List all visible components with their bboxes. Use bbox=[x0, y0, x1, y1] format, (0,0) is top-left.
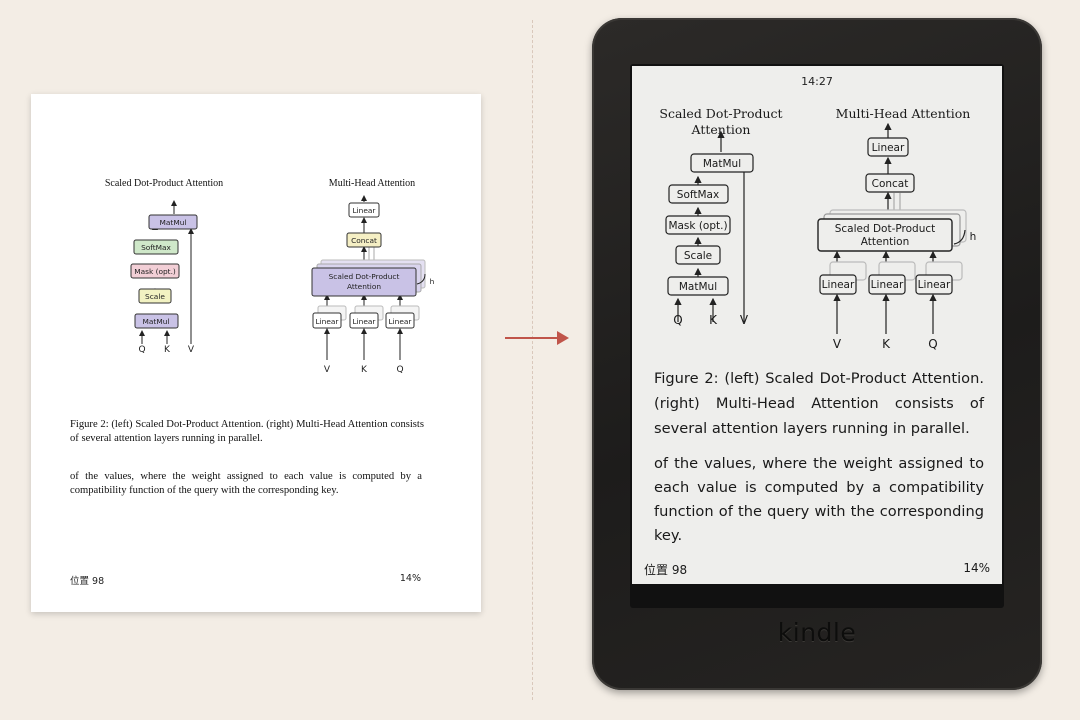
sdpa-input-k: K bbox=[709, 313, 718, 327]
mha-attention-line2: Attention bbox=[861, 236, 909, 248]
figure-caption: Figure 2: (left) Scaled Dot-Product Atte… bbox=[654, 370, 984, 437]
mha-attention-line2: Attention bbox=[347, 282, 381, 291]
sdpa-input-k: K bbox=[164, 345, 171, 355]
location-indicator: 位置 98 bbox=[70, 576, 105, 587]
figure-caption: Figure 2: (left) Scaled Dot-Product Atte… bbox=[70, 419, 424, 444]
mha-input-v: V bbox=[324, 365, 331, 375]
sdpa-title: Scaled Dot-Product Attention bbox=[105, 178, 223, 189]
source-figure: Scaled Dot-Product Attention Multi-Head … bbox=[105, 178, 435, 375]
kindle-logo: kindle bbox=[777, 618, 857, 647]
mha-input-q: Q bbox=[396, 365, 403, 375]
mha-attention-line1: Scaled Dot-Product bbox=[835, 223, 936, 235]
mha-input-k: K bbox=[361, 365, 368, 375]
sdpa-matmul-bottom: MatMul bbox=[143, 317, 170, 326]
mha-linear-k: Linear bbox=[871, 279, 904, 291]
sdpa-mask: Mask (opt.) bbox=[668, 220, 727, 232]
body-paragraph: of the values, where the weight assigned… bbox=[70, 471, 422, 496]
dashed-divider bbox=[532, 20, 533, 700]
sdpa-matmul-top: MatMul bbox=[703, 158, 741, 170]
conversion-arrow-icon bbox=[505, 331, 569, 345]
mha-heads-label: h bbox=[430, 277, 435, 286]
location-indicator[interactable]: 位置 98 bbox=[644, 563, 688, 577]
mha-linear-v: Linear bbox=[316, 317, 340, 326]
reading-progress: 14% bbox=[399, 573, 421, 584]
mha-input-v: V bbox=[833, 337, 842, 351]
reading-progress[interactable]: 14% bbox=[963, 561, 990, 575]
mha-concat: Concat bbox=[351, 236, 377, 245]
sdpa-input-q: Q bbox=[673, 313, 682, 327]
kindle-screen[interactable]: 14:27 Scaled Dot-Product Attention Multi… bbox=[632, 66, 1002, 584]
mha-linear-top: Linear bbox=[872, 142, 905, 154]
mha-linear-top: Linear bbox=[353, 206, 377, 215]
mha-title: Multi-Head Attention bbox=[836, 106, 971, 121]
mha-input-k: K bbox=[882, 337, 891, 351]
mha-input-q: Q bbox=[928, 337, 937, 351]
sdpa-softmax: SoftMax bbox=[141, 243, 171, 252]
source-paper-page: Scaled Dot-Product Attention Multi-Head … bbox=[31, 94, 481, 612]
sdpa-scale: Scale bbox=[684, 250, 712, 262]
body-paragraph: of the values, where the weight assigned… bbox=[654, 455, 984, 544]
mha-linear-k: Linear bbox=[353, 317, 377, 326]
sdpa-softmax: SoftMax bbox=[677, 189, 719, 201]
kindle-figure: Scaled Dot-Product Attention Multi-Head … bbox=[659, 106, 977, 351]
mha-attention-line1: Scaled Dot-Product bbox=[329, 272, 400, 281]
sdpa-input-q: Q bbox=[138, 345, 145, 355]
sdpa-input-v: V bbox=[740, 313, 749, 327]
sdpa-matmul-top: MatMul bbox=[160, 218, 187, 227]
sdpa-mask: Mask (opt.) bbox=[134, 267, 176, 276]
sdpa-title-line1: Scaled Dot-Product bbox=[659, 106, 782, 121]
sdpa-input-v: V bbox=[188, 345, 195, 355]
sdpa-matmul-bottom: MatMul bbox=[679, 281, 717, 293]
sdpa-scale: Scale bbox=[145, 292, 165, 301]
status-clock: 14:27 bbox=[801, 75, 833, 88]
mha-linear-q: Linear bbox=[389, 317, 413, 326]
mha-linear-q: Linear bbox=[918, 279, 951, 291]
mha-concat: Concat bbox=[872, 178, 909, 190]
mha-linear-v: Linear bbox=[822, 279, 855, 291]
mha-title: Multi-Head Attention bbox=[329, 178, 415, 189]
sdpa-title-line2: Attention bbox=[691, 122, 751, 137]
mha-heads-label: h bbox=[970, 231, 977, 243]
